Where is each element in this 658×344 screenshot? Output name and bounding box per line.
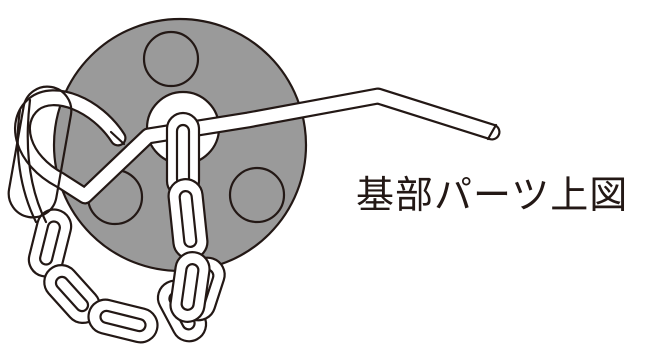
chain-links-upper	[7, 85, 211, 323]
diagram-caption: 基部パーツ上図	[356, 173, 629, 217]
base-hole-top	[142, 30, 200, 88]
base-hole-right	[228, 166, 286, 224]
